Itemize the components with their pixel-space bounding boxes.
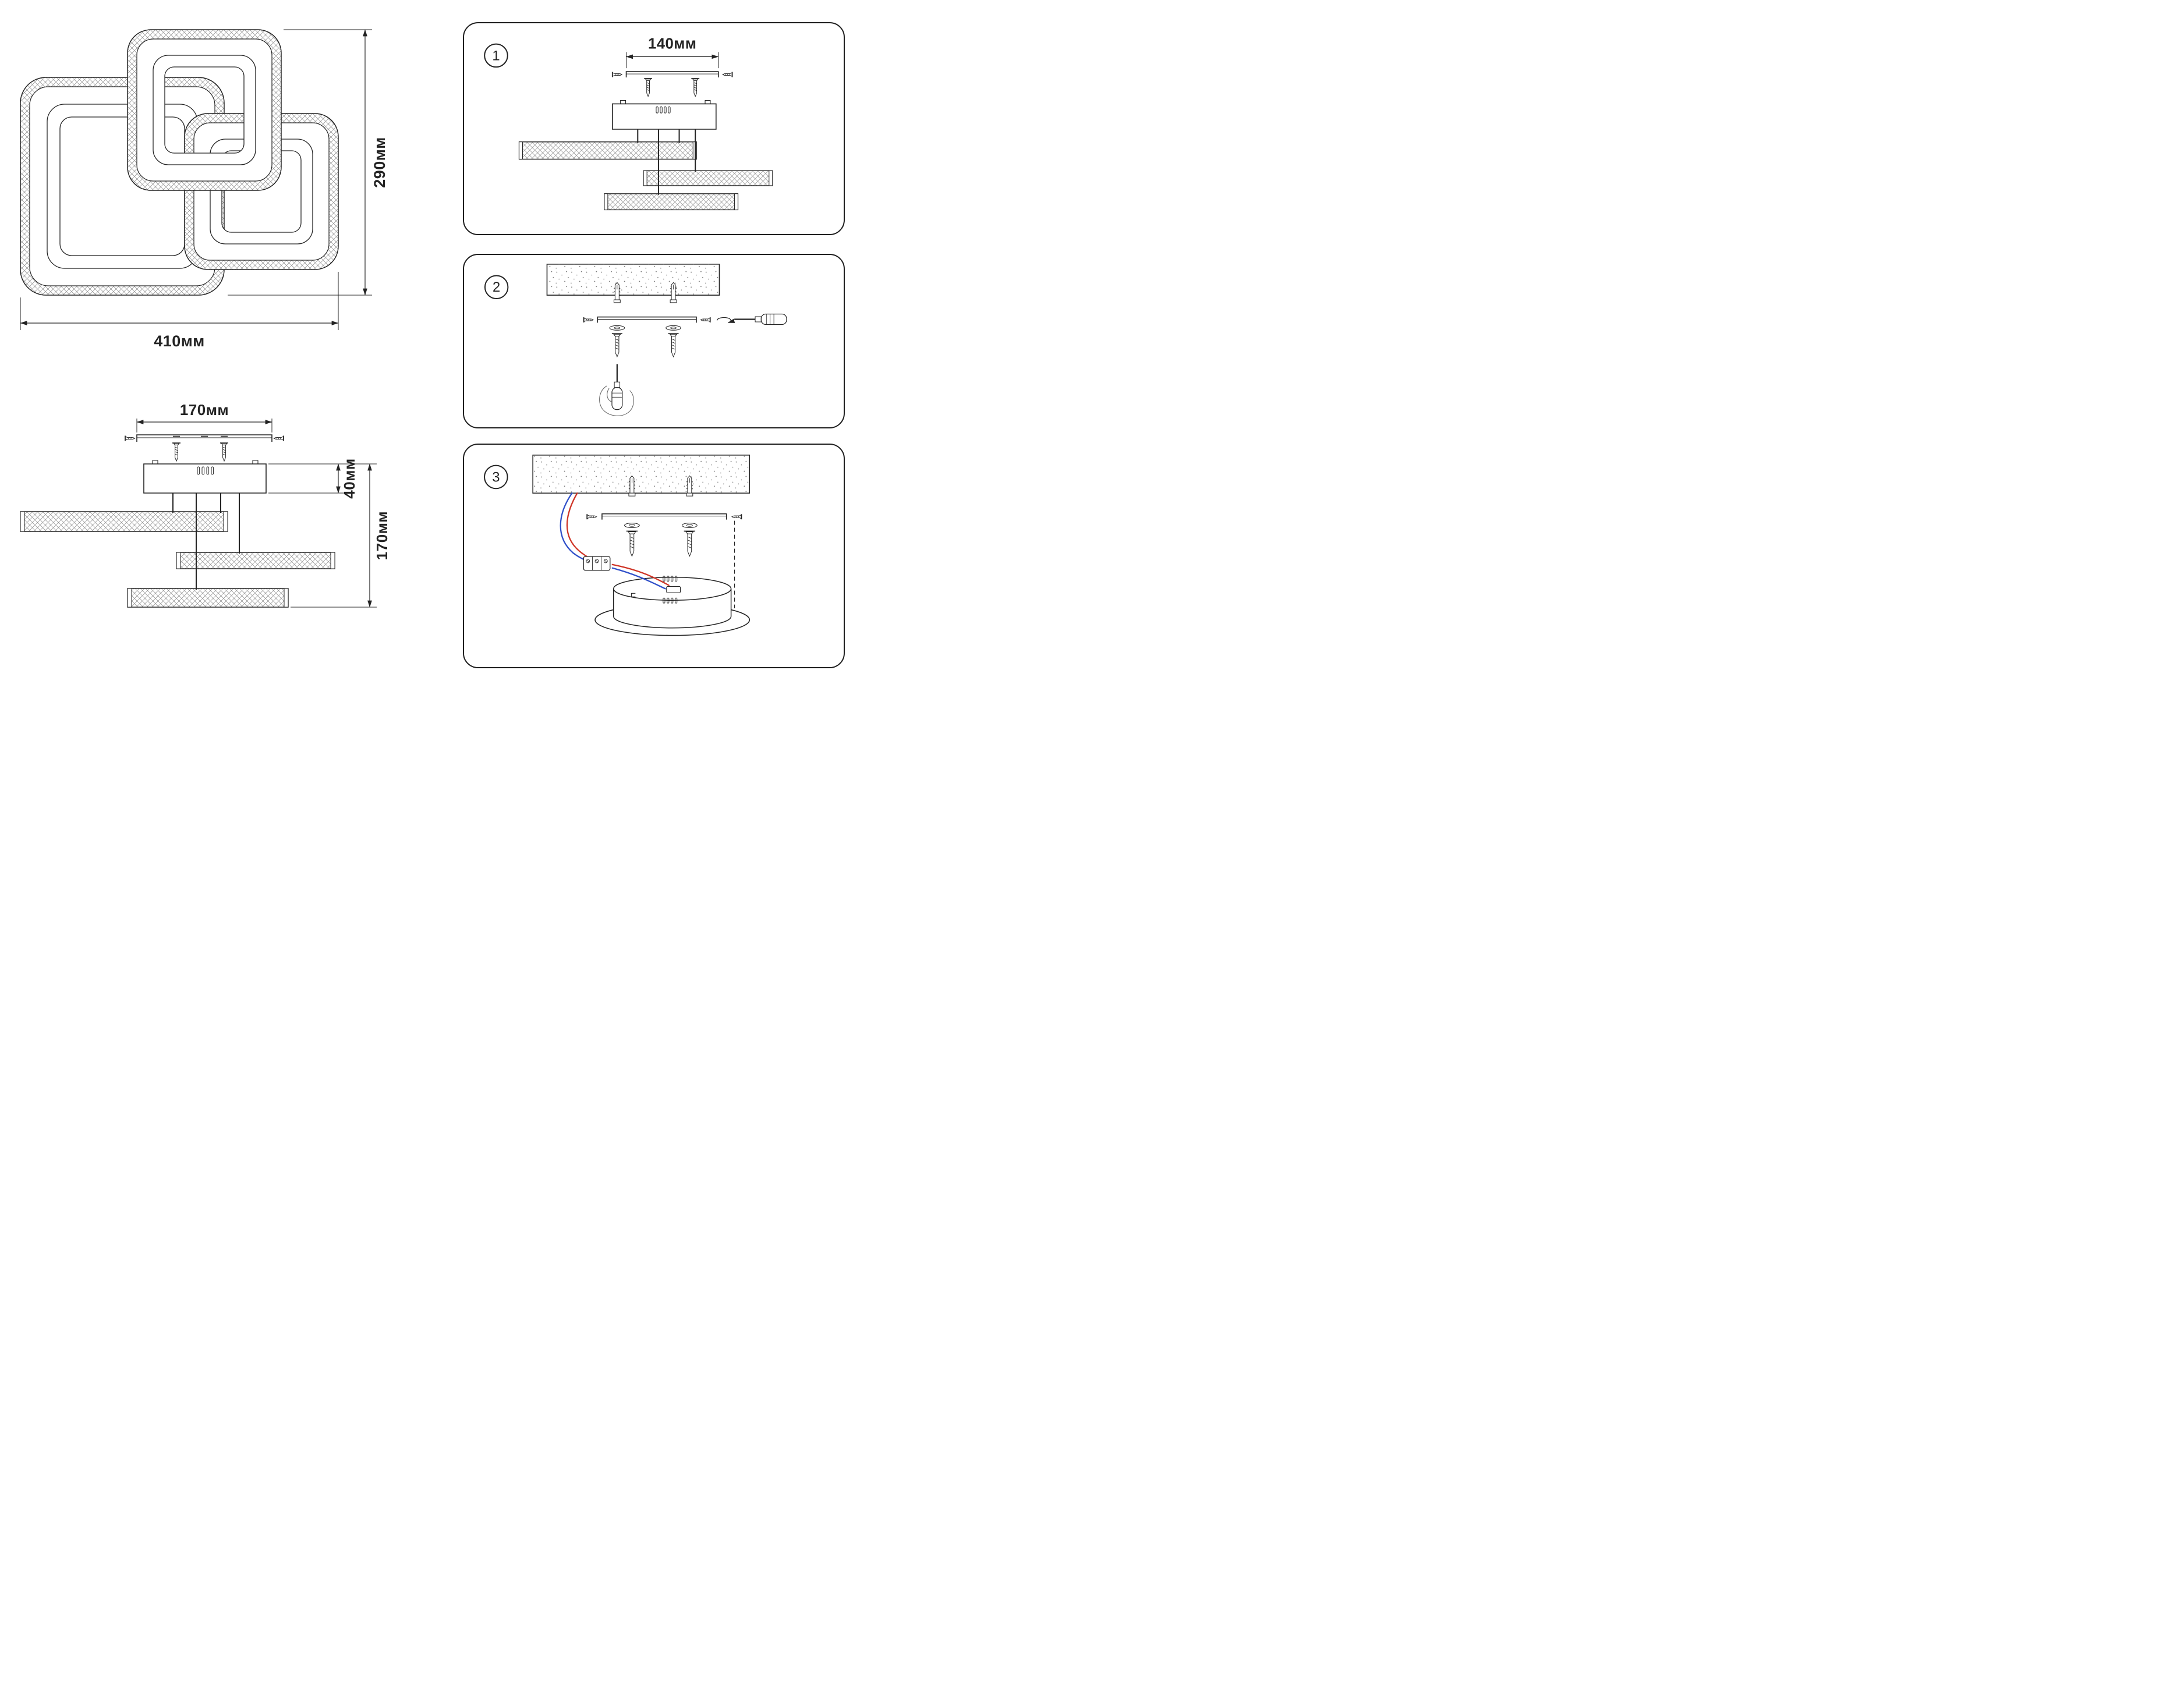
height-label: 290мм <box>371 137 388 188</box>
base-connector <box>667 586 681 593</box>
wires <box>561 493 669 589</box>
step-number: 2 <box>493 280 500 295</box>
dimension-bracket-140: 140мм <box>625 36 719 69</box>
crystal-bar-1 <box>20 512 228 531</box>
support-rods <box>173 493 239 590</box>
width-label: 410мм <box>154 332 205 350</box>
screw-icon <box>643 78 653 97</box>
step-number: 1 <box>492 48 500 63</box>
canopy-box <box>144 460 266 493</box>
ceiling-slab <box>533 455 749 493</box>
step-number-badge: 1 <box>484 44 508 68</box>
mounting-bracket <box>611 71 733 97</box>
mounting-bracket <box>125 435 284 462</box>
top-view-drawing: 290мм 410мм <box>9 9 388 350</box>
instruction-sheet: 290мм 410мм 170мм <box>0 0 873 681</box>
screw-icon <box>683 530 696 557</box>
wire-blue <box>561 493 587 561</box>
terminal-block-icon <box>583 556 611 571</box>
wire-red <box>613 565 669 586</box>
side-screw-icon <box>722 71 733 78</box>
crystal-bar-1 <box>519 142 697 159</box>
step-panel-1: 1 140мм <box>463 22 845 235</box>
step2-drawing: 2 <box>464 255 788 427</box>
bracket-140-label: 140мм <box>648 36 696 52</box>
screw-icon <box>691 78 700 97</box>
rotation-arrow-icon <box>717 317 731 322</box>
side-screw-icon <box>273 435 284 442</box>
dimension-canopy-height: 40мм <box>268 458 358 499</box>
step1-drawing: 1 140мм <box>464 36 844 234</box>
washer-icon <box>666 325 681 331</box>
vent-slots <box>656 107 670 113</box>
screw-icon <box>667 333 679 357</box>
lamp-base <box>595 576 749 636</box>
side-view-drawing: 170мм <box>9 405 391 649</box>
wall-plug-icon <box>686 475 693 497</box>
crystal-bar-3 <box>604 194 738 210</box>
dimension-total-height: 170мм <box>291 463 391 608</box>
frame-square-top <box>128 30 281 190</box>
screwdriver-icon <box>611 363 624 410</box>
wall-plug-icon <box>670 282 677 303</box>
dimension-bracket-width: 170мм <box>136 405 272 433</box>
washer-icon <box>624 523 640 529</box>
wall-plug-icon <box>613 282 621 303</box>
vent-slots <box>197 467 214 474</box>
screw-icon <box>172 442 181 462</box>
side-screw-icon <box>700 317 711 323</box>
canopy-box <box>613 101 716 129</box>
wire-blue <box>613 568 666 589</box>
ceiling-slab <box>547 264 719 295</box>
side-screw-icon <box>586 513 597 520</box>
wire-red <box>567 493 592 559</box>
support-rods <box>638 129 695 195</box>
mounting-bracket <box>586 513 742 520</box>
screw-icon <box>625 530 639 557</box>
step-panel-2: 2 <box>463 254 845 428</box>
total-height-label: 170мм <box>373 511 391 560</box>
wall-plug-icon <box>628 475 636 497</box>
dimension-height: 290мм <box>228 29 388 296</box>
crystal-bar-3 <box>128 589 288 607</box>
hand-sketch <box>600 386 634 416</box>
dimension-width: 410мм <box>20 272 339 350</box>
vent-slots <box>663 576 677 604</box>
side-screw-icon <box>731 513 742 520</box>
side-screw-icon <box>125 435 136 442</box>
screw-icon <box>220 442 229 462</box>
screwdriver-icon <box>733 313 788 325</box>
washer-icon <box>609 325 625 331</box>
side-screw-icon <box>583 317 594 323</box>
screwdriver-with-hand <box>600 363 634 416</box>
canopy-height-label: 40мм <box>341 458 358 498</box>
step-number: 3 <box>492 469 500 485</box>
step3-drawing: 3 <box>464 445 844 667</box>
step-panel-3: 3 <box>463 444 845 668</box>
side-screw-icon <box>611 71 622 78</box>
washer-icon <box>681 523 698 529</box>
crystal-bar-2 <box>643 171 773 186</box>
screw-icon <box>611 333 623 357</box>
clip-mark <box>631 593 635 597</box>
crystal-bar-2 <box>176 552 335 569</box>
step-number-badge: 3 <box>484 466 508 489</box>
bracket-width-label: 170мм <box>180 405 229 419</box>
step-number-badge: 2 <box>485 276 508 299</box>
mounting-bracket <box>583 317 711 323</box>
